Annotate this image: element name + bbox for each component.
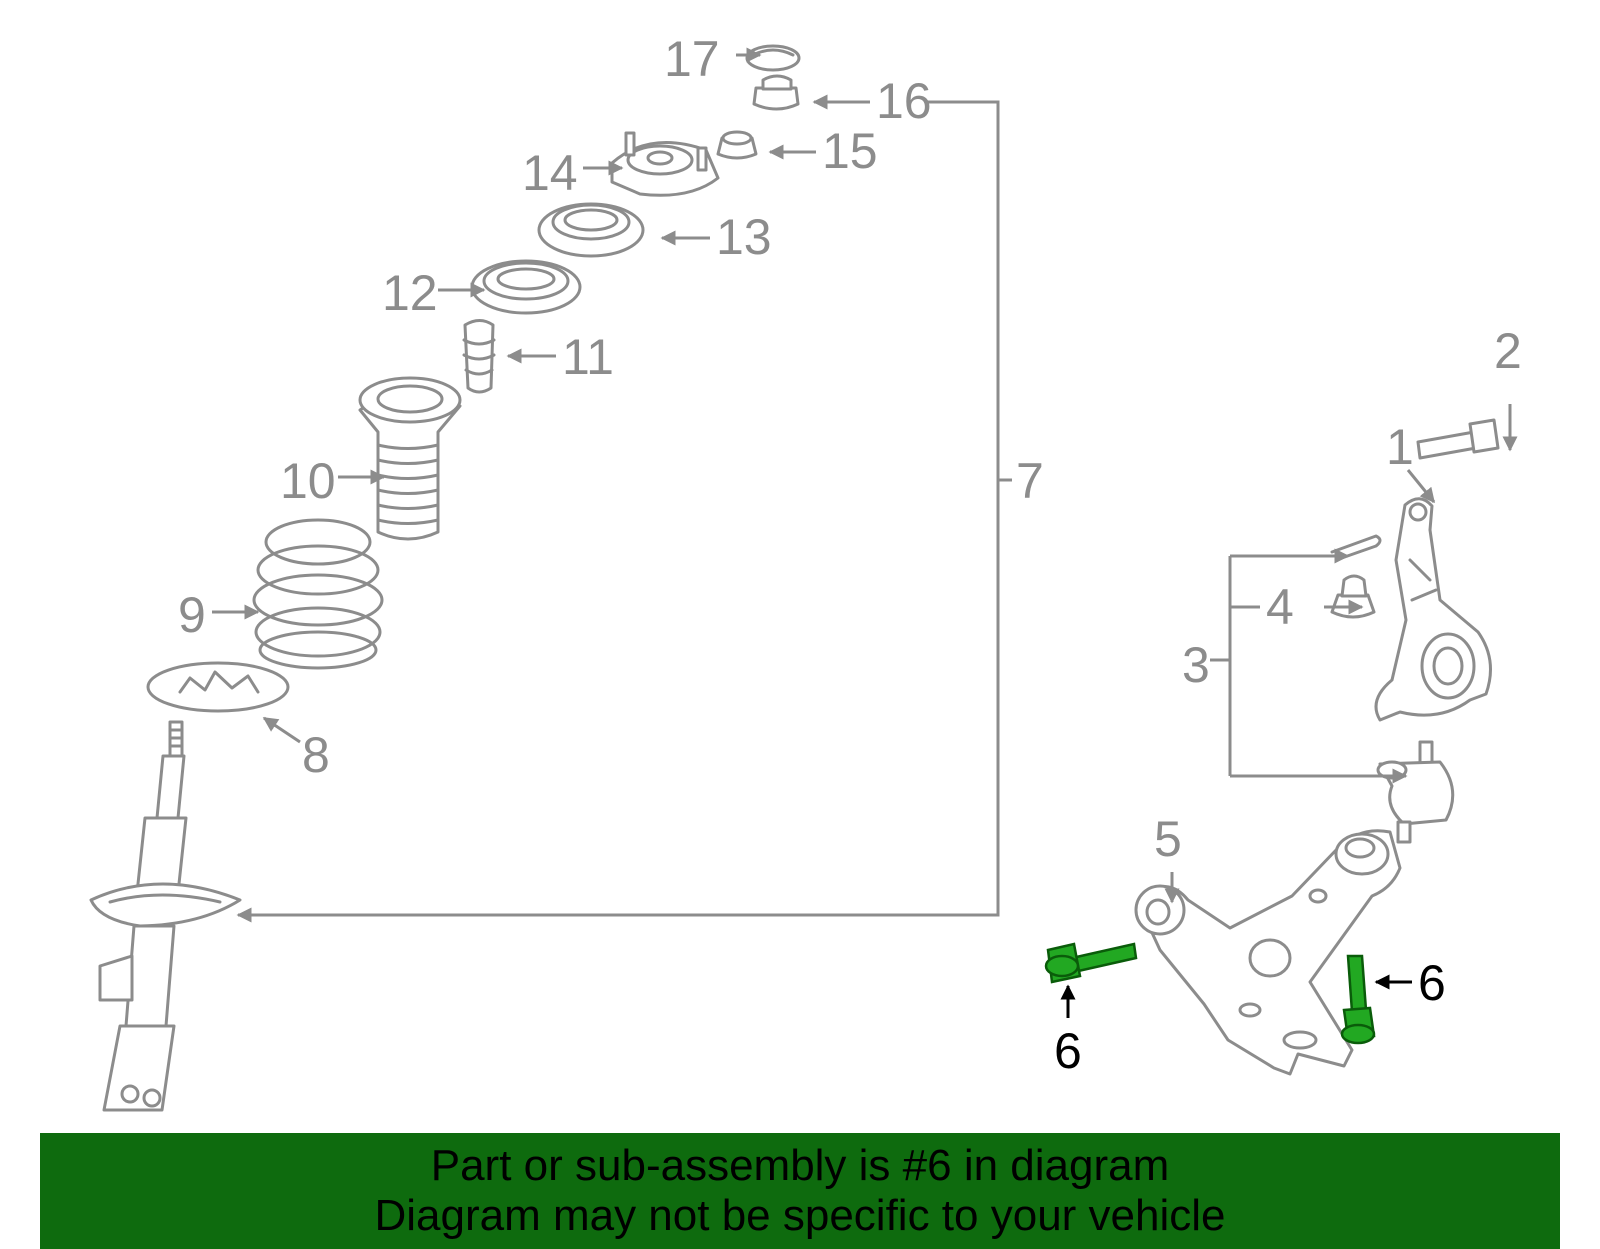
callout-9: 9	[178, 587, 206, 643]
callout-8: 8	[302, 727, 330, 783]
callout-14: 14	[522, 145, 578, 201]
callout-5: 5	[1154, 811, 1182, 867]
part-15-bushing	[716, 130, 758, 160]
parts-diagram: 17 16 15 14 13 12 11 10 7 9 8 2 1 4 3 5 …	[89, 31, 1522, 1112]
part-8-insulator	[146, 661, 290, 713]
part-12-spring-seat	[470, 259, 582, 315]
part-13-bearing	[537, 202, 645, 258]
part-6-bolt-horizontal	[1044, 942, 1138, 984]
part-10-dust-boot	[358, 376, 462, 541]
part-ball-joint	[1376, 740, 1455, 844]
callout-13: 13	[716, 209, 772, 265]
banner-line-disclaimer: Diagram may not be specific to your vehi…	[374, 1191, 1226, 1240]
callout-1: 1	[1386, 419, 1414, 475]
callout-16: 16	[876, 73, 932, 129]
callout-12: 12	[382, 265, 438, 321]
info-banner: Part or sub-assembly is #6 in diagram Di…	[40, 1133, 1560, 1249]
callout-11: 11	[562, 329, 614, 385]
callout-15: 15	[822, 123, 878, 179]
part-1-steering-knuckle	[1374, 497, 1492, 722]
part-2-bolt	[1416, 418, 1500, 460]
leader-lines	[212, 47, 1518, 1018]
callout-6-left: 6	[1054, 1023, 1082, 1079]
callout-4: 4	[1266, 579, 1294, 635]
part-17-dust-cap	[745, 44, 801, 72]
part-cotter-pin	[1330, 534, 1382, 562]
strut-assembly	[89, 720, 242, 1112]
part-9-coil-spring	[252, 518, 384, 670]
callout-3: 3	[1182, 637, 1210, 693]
part-4-nut	[1330, 574, 1376, 619]
callout-10: 10	[280, 453, 336, 509]
callout-7: 7	[1016, 453, 1044, 509]
part-11-bump-stop	[462, 319, 496, 394]
banner-line-part: Part or sub-assembly is #6 in diagram	[430, 1141, 1170, 1190]
callout-6-right: 6	[1418, 955, 1446, 1011]
part-6-bolt-vertical	[1340, 954, 1376, 1045]
callout-17: 17	[664, 31, 720, 87]
part-16-nut	[752, 74, 800, 111]
callout-2: 2	[1494, 323, 1522, 379]
part-14-strut-mount	[610, 131, 720, 197]
